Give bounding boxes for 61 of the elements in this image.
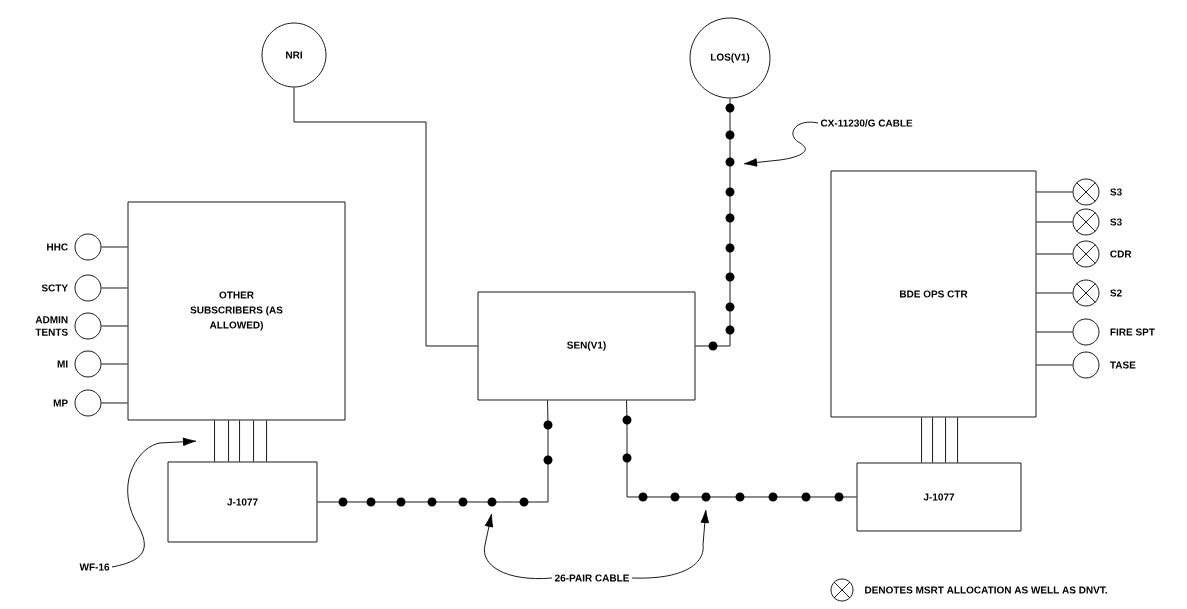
connector-line bbox=[1036, 253, 1073, 255]
circle-symbol bbox=[1072, 351, 1100, 379]
circle-symbol bbox=[74, 233, 102, 261]
connector-line bbox=[1036, 331, 1073, 333]
wire-line bbox=[253, 420, 254, 462]
block-box: SEN(V1) bbox=[477, 291, 696, 401]
connector-line bbox=[1036, 364, 1073, 366]
wire-line bbox=[945, 417, 946, 463]
circle-label: S3 bbox=[1110, 188, 1122, 196]
block-box: J-1077 bbox=[167, 461, 318, 543]
legend-text: DENOTES MSRT ALLOCATION AS WELL AS DNVT. bbox=[865, 586, 1107, 594]
callout-text: 26-PAIR CABLE bbox=[554, 574, 629, 582]
leader-line bbox=[631, 509, 710, 579]
circle-symbol bbox=[74, 312, 102, 340]
callout-text: WF-16 bbox=[79, 563, 110, 571]
wire-line bbox=[228, 420, 229, 462]
circle-label: FIRE SPT bbox=[1110, 328, 1155, 336]
connector-line bbox=[1036, 292, 1073, 294]
connector-line bbox=[101, 402, 128, 404]
block-box: J-1077 bbox=[856, 462, 1022, 532]
cable-line bbox=[695, 98, 735, 351]
wire-line bbox=[266, 420, 267, 462]
connector-line bbox=[101, 246, 128, 248]
circle-label: S3 bbox=[1110, 218, 1122, 226]
leader-line bbox=[111, 437, 197, 568]
circle-label: TASE bbox=[1110, 361, 1136, 369]
wire-line bbox=[921, 417, 922, 463]
wire-line bbox=[957, 417, 958, 463]
circle-label: MP bbox=[53, 399, 68, 407]
crossed-circle-symbol bbox=[1072, 208, 1100, 236]
circle-label: MI bbox=[57, 360, 68, 368]
circle-label: SCTY bbox=[41, 284, 68, 292]
crossed-circle-symbol bbox=[1072, 279, 1100, 307]
circle-symbol bbox=[1072, 318, 1100, 346]
block-box: BDE OPS CTR bbox=[830, 170, 1037, 418]
connector-line bbox=[293, 87, 478, 347]
crossed-circle-symbol bbox=[1072, 240, 1100, 268]
leader-line bbox=[743, 121, 819, 167]
block-box: OTHER SUBSCRIBERS (AS ALLOWED) bbox=[127, 201, 346, 421]
circle-symbol bbox=[74, 389, 102, 417]
circle-label: HHC bbox=[47, 243, 68, 251]
connector-line bbox=[101, 287, 128, 289]
crossed-circle-symbol bbox=[1072, 178, 1100, 206]
wire-line bbox=[932, 417, 933, 463]
circle-symbol bbox=[74, 274, 102, 302]
circle-symbol bbox=[74, 350, 102, 378]
callout-text: CX-11230/G CABLE bbox=[820, 119, 913, 127]
wire-line bbox=[239, 420, 240, 462]
connector-line bbox=[101, 325, 128, 327]
circle-node: NRI bbox=[261, 22, 327, 88]
connector-line bbox=[1036, 221, 1073, 223]
circle-label: CDR bbox=[1110, 250, 1132, 258]
cable-line bbox=[317, 400, 553, 507]
wire-line bbox=[214, 420, 215, 462]
circle-node: LOS(V1) bbox=[689, 17, 771, 99]
connector-line bbox=[1036, 191, 1073, 193]
leader-line bbox=[483, 513, 553, 580]
cable-line bbox=[622, 400, 857, 502]
circle-label: ADMIN TENTS bbox=[35, 316, 68, 336]
connector-line bbox=[101, 363, 128, 365]
circle-label: S2 bbox=[1110, 289, 1122, 297]
